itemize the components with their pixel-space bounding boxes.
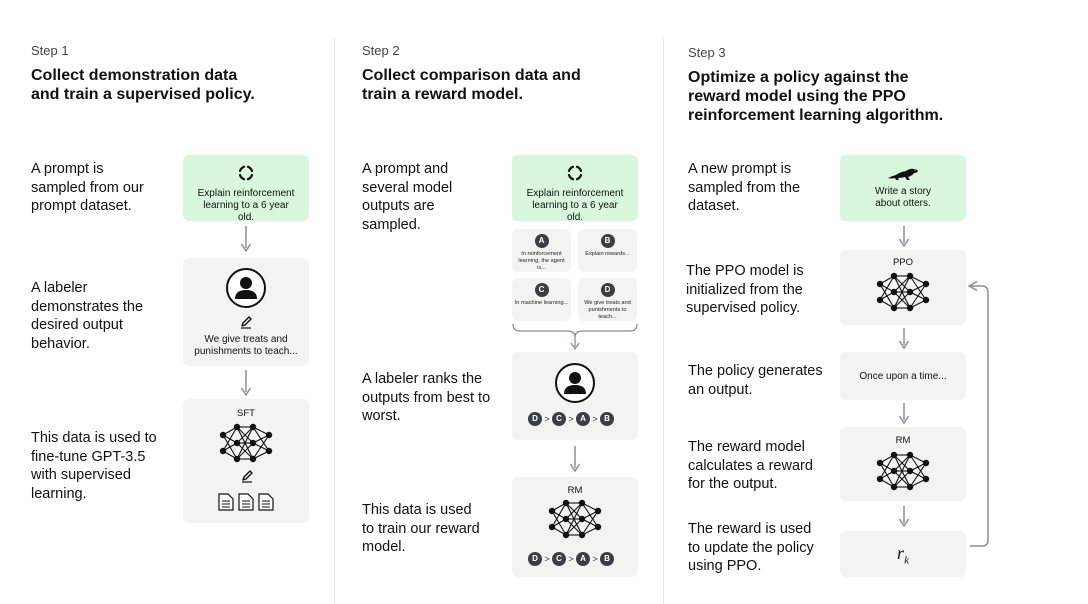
step-2-row-2-text: A labeler ranks the outputs from best to…: [362, 371, 491, 424]
output-badge: D: [600, 283, 615, 297]
output-badge: A: [534, 234, 549, 248]
step-2-rm-box: RM D > C > A > B: [512, 477, 638, 577]
document-icon: [218, 493, 234, 511]
person-icon: [555, 363, 595, 403]
rm-model-label: RM: [895, 435, 911, 446]
rank-separator: >: [568, 554, 574, 564]
step-1-label: Step 1: [31, 43, 69, 58]
arrow-down-icon: [898, 506, 910, 528]
brace-icon: [512, 323, 638, 351]
step-1-row-2-text: A labeler demonstrates the desired outpu…: [31, 280, 144, 352]
step-1-prompt-box: Explain reinforcement learning to a 6 ye…: [183, 155, 309, 223]
arrow-down-icon: [569, 446, 581, 473]
column-divider-2: [663, 38, 664, 604]
rank-separator: >: [592, 414, 598, 424]
pencil-icon: [242, 470, 253, 483]
rank-badge: A: [576, 552, 590, 566]
rank-badge: D: [528, 552, 542, 566]
rank-badge: C: [552, 412, 566, 426]
step-2-prompt-text: Explain reinforcement learning to a 6 ye…: [526, 188, 624, 223]
rank-separator: >: [544, 414, 550, 424]
step-3-label: Step 3: [688, 45, 726, 60]
output-text: Explain rewards...: [585, 251, 630, 257]
policy-output-text: Once upon a time...: [859, 371, 947, 382]
step-3-output-box: Once upon a time...: [840, 352, 966, 400]
arrow-down-icon: [898, 226, 910, 248]
person-icon: [226, 268, 266, 308]
output-card-d: D We give treats and punishments to teac…: [578, 278, 637, 321]
step-3-row-3-text: The policy generates an output.: [688, 363, 823, 398]
step-3-row-1-text: A new prompt is sampled from the dataset…: [688, 161, 801, 214]
rank-separator: >: [568, 414, 574, 424]
step-2-row-3-text: This data is used to train our reward mo…: [362, 502, 480, 555]
step-3-row-2-text: The PPO model is initialized from the su…: [686, 263, 804, 316]
otter-icon: [888, 168, 918, 180]
document-icon: [238, 493, 254, 511]
step-1-demonstration-box: We give treats and punishments to teach.…: [183, 258, 309, 366]
step-2-ranking-box: D > C > A > B: [512, 352, 638, 440]
neural-network-icon: [219, 423, 273, 463]
step-1-row-1-text: A prompt is sampled from our prompt data…: [31, 161, 144, 214]
step-3-reward-box: rk: [840, 531, 966, 577]
rank-badge: B: [600, 552, 614, 566]
output-card-a: A In reinforcement learning, the agent i…: [512, 229, 571, 272]
document-icon: [258, 493, 274, 511]
output-text: In reinforcement learning, the agent is.…: [518, 251, 565, 271]
refresh-icon: [238, 165, 254, 181]
step-2-title: Collect comparison data and train a rewa…: [362, 67, 581, 103]
reward-subscript: k: [904, 554, 909, 567]
column-divider-1: [334, 38, 335, 604]
sft-model-label: SFT: [237, 408, 255, 419]
rank-badge: B: [600, 412, 614, 426]
step-3-rm-box: RM: [840, 427, 966, 501]
neural-network-icon: [876, 272, 930, 312]
pencil-icon: [241, 316, 252, 329]
step-3-prompt-text: Write a story about otters.: [875, 186, 931, 209]
rank-separator: >: [544, 554, 550, 564]
rank-badge: D: [528, 412, 542, 426]
step-1-row-3-text: This data is used to fine-tune GPT-3.5 w…: [31, 430, 157, 502]
step-3-title: Optimize a policy against the reward mod…: [688, 69, 944, 124]
arrow-down-icon: [898, 403, 910, 425]
step-2-prompt-box: Explain reinforcement learning to a 6 ye…: [512, 155, 638, 223]
step-3-prompt-box: Write a story about otters.: [840, 155, 966, 221]
arrow-down-icon: [240, 370, 252, 397]
step-1-sft-box: SFT: [183, 399, 309, 523]
output-text: In machine learning...: [514, 300, 569, 306]
reward-symbol: rk: [897, 543, 909, 567]
step-1-title: Collect demonstration data and train a s…: [31, 67, 255, 103]
rank-badge: A: [576, 412, 590, 426]
output-card-c: C In machine learning...: [512, 278, 571, 321]
step-3-row-4-text: The reward model calculates a reward for…: [688, 439, 813, 492]
neural-network-icon: [876, 451, 930, 491]
ppo-model-label: PPO: [892, 257, 914, 268]
feedback-loop-arrow: [967, 280, 989, 547]
step-1-prompt-text: Explain reinforcement learning to a 6 ye…: [197, 188, 295, 223]
neural-network-icon: [548, 499, 602, 539]
output-badge: B: [600, 234, 615, 248]
rank-separator: >: [592, 554, 598, 564]
step-3-ppo-box: PPO: [840, 250, 966, 325]
output-text: We give treats and punishments to teach.…: [584, 300, 631, 320]
output-badge: C: [534, 283, 549, 297]
step-2-label: Step 2: [362, 43, 400, 58]
rm-model-label: RM: [567, 485, 583, 496]
rank-badge: C: [552, 552, 566, 566]
step-1-demonstration-text: We give treats and punishments to teach.…: [194, 334, 298, 357]
ranking-row: D > C > A > B: [512, 411, 638, 427]
arrow-down-icon: [240, 226, 252, 253]
arrow-down-icon: [898, 328, 910, 350]
refresh-icon: [567, 165, 583, 181]
step-3-row-5-text: The reward is used to update the policy …: [688, 521, 814, 574]
step-2-row-1-text: A prompt and several model outputs are s…: [362, 161, 453, 233]
output-card-b: B Explain rewards...: [578, 229, 637, 272]
ranking-row: D > C > A > B: [512, 551, 638, 567]
